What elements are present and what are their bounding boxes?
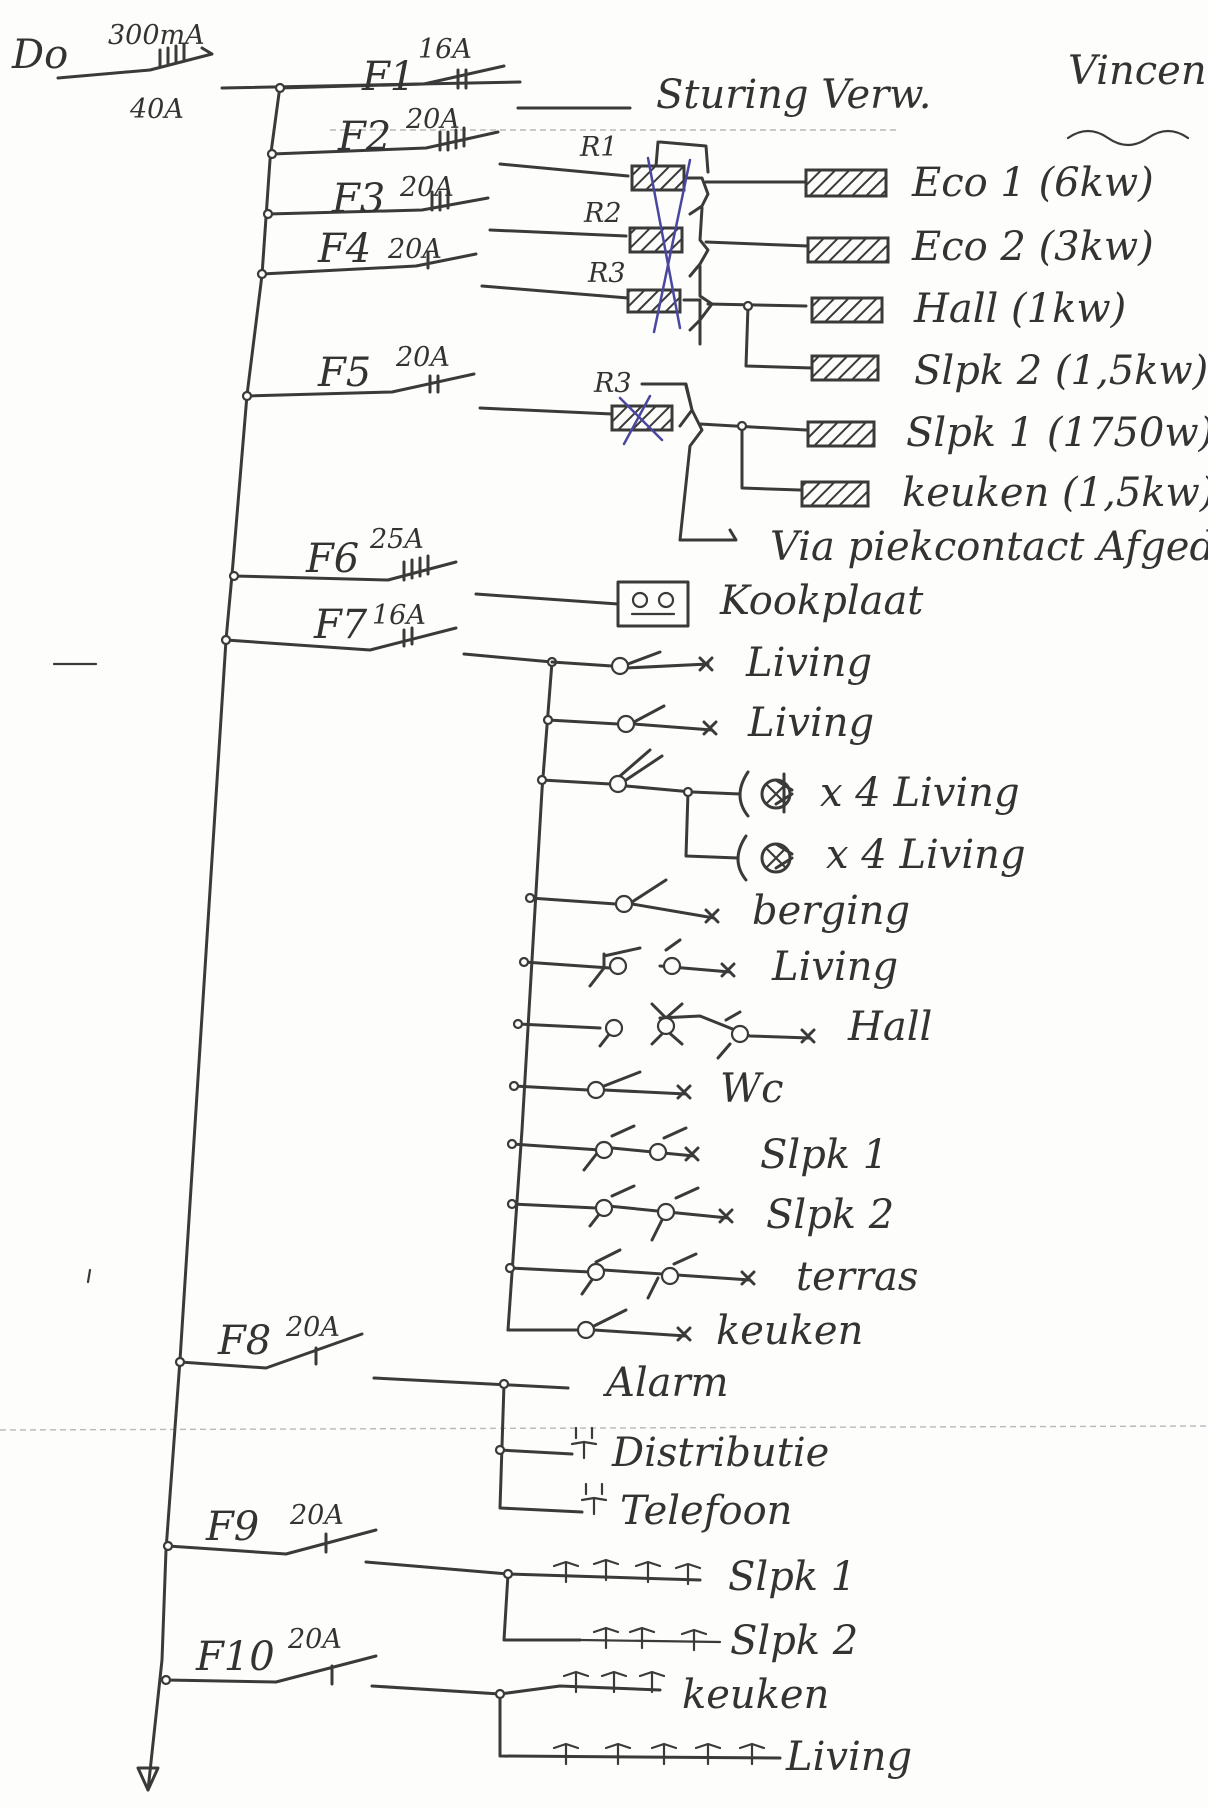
light-hall: Hall [847,1004,932,1050]
hall-heater-label: Hall (1kw) [913,286,1126,332]
main-rating-bottom: 40A [129,94,184,125]
lighting-rows: Living Living x 4 Living x 4 Living berg… [504,640,1026,1354]
alarm-label: Alarm [602,1360,729,1406]
fuse-f6-rating: 25A [369,524,424,555]
fuse-f9-id: F9 [205,1504,259,1550]
lighting-circuit [462,652,558,1332]
strike-through [646,156,682,330]
fuse-f7-rating: 16A [372,600,426,631]
f10-circuit: F10 20A keuken Living [160,1624,912,1780]
signature-underline [1066,129,1190,147]
relay-r3a: R3 [587,258,626,289]
socket-slpk2-label: Slpk 2 [730,1618,858,1664]
light-slpk2: Slpk 2 [766,1192,894,1238]
light-living-5: Living [771,944,898,990]
fuse-f6-id: F6 [305,536,359,582]
socket-living-label: Living [785,1734,912,1780]
main-label: Do [11,32,68,78]
fuse-f1-rating: 16A [418,34,472,65]
earth-arrow [136,1766,160,1792]
fuse-f1-id: F1 [361,54,415,100]
light-living-4: x 4 Living [826,832,1026,878]
fuse-f3-rating: 20A [399,172,454,203]
relay-block: R1 R2 R3 R3 [478,132,738,542]
relay-r1: R1 [579,132,618,163]
eco1-label: Eco 1 (6kw) [911,160,1154,206]
breakers-top: F1 16A F2 20A F3 20A F4 20A F5 20A F6 25… [220,34,632,652]
light-living-2: Living [747,700,874,746]
relay-r2: R2 [583,198,622,229]
fuse-f4-id: F4 [317,226,371,272]
fuse-f5-id: F5 [317,350,371,396]
eco2-label: Eco 2 (3kw) [911,224,1154,270]
sturing-label: Sturing Verw. [656,72,931,118]
fuse-f3-id: F3 [331,176,385,222]
strike-through [618,396,664,442]
relay-r3b: R3 [593,368,632,399]
keuken-heater-label: keuken (1,5kw) [902,470,1208,516]
light-berging: berging [752,888,910,934]
scan-line [0,1425,1208,1431]
kookplaat-label: Kookplaat [719,578,924,624]
telefoon-label: Telefoon [620,1488,792,1534]
socket-keuken-label: keuken [682,1672,829,1718]
socket-slpk1-label: Slpk 1 [728,1554,856,1600]
slpk2-heater-label: Slpk 2 (1,5kw) [914,348,1208,394]
fuse-f10-id: F10 [195,1634,275,1680]
light-living-1: Living [745,640,872,686]
distributie-label: Distributie [611,1430,829,1476]
strike-through [652,158,692,334]
fuse-f2-id: F2 [337,114,391,160]
light-slpk1: Slpk 1 [760,1132,888,1178]
fuse-f10-rating: 20A [287,1624,342,1655]
fuse-f8-rating: 20A [285,1312,340,1343]
via-label: Via piekcontact Afgedefen [770,524,1208,570]
fuse-f9-rating: 20A [289,1500,344,1531]
light-wc: Wc [720,1066,784,1112]
kookplaat-circuit: Kookplaat [474,578,924,628]
strike-through [622,394,652,446]
light-living-3: x 4 Living [820,770,1020,816]
fuse-f8-id: F8 [217,1318,271,1364]
light-keuken: keuken [716,1308,863,1354]
light-terras: terras [796,1254,918,1300]
fuse-f5-rating: 20A [395,342,450,373]
fuse-f2-rating: 20A [405,104,460,135]
author-signature: Vincent [1068,48,1208,94]
main-rating-top: 300mA [108,20,205,51]
fuse-f4-rating: 20A [387,234,442,265]
f9-circuit: F9 20A Slpk 1 Slpk 2 [162,1500,858,1664]
slpk1-heater-label: Slpk 1 (1750w) [906,410,1208,456]
f8-circuit: F8 20A Alarm Distributie Telefoon [174,1312,829,1534]
heaters: Eco 1 (6kw) Eco 2 (3kw) Hall (1kw) Slpk … [698,160,1208,570]
margin-mark [86,1268,92,1284]
fuse-f7-id: F7 [313,602,368,648]
